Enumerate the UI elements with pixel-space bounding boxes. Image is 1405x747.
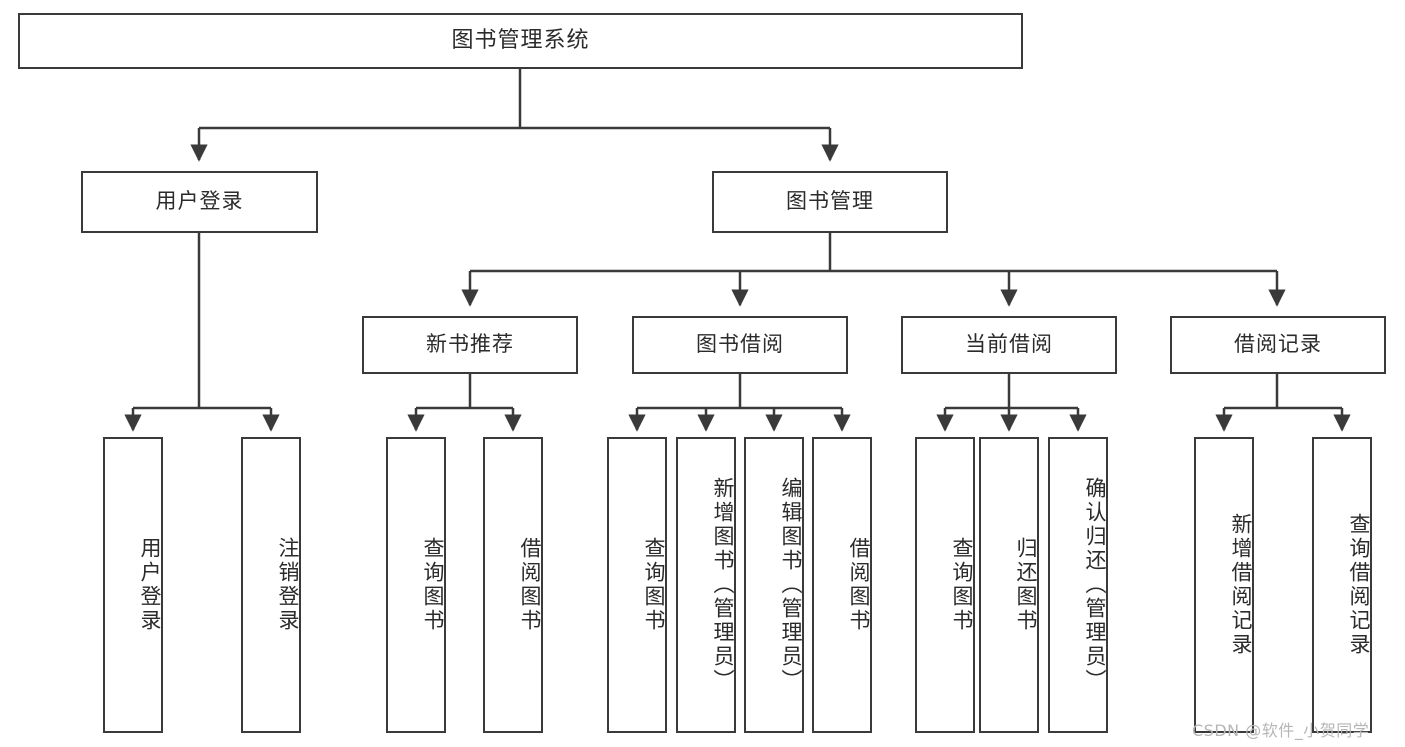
node-book-borrow-label: 图书借阅 (696, 332, 784, 357)
leaf-return-book-label: 归还图书 (1014, 537, 1038, 633)
leaf-query-book-1-label: 查询图书 (421, 537, 445, 633)
node-new-book-recommend-label: 新书推荐 (426, 332, 514, 357)
leaf-query-record[interactable]: 查询借阅记录 (1312, 437, 1372, 733)
leaf-confirm-return[interactable]: 确认归还（管理员） (1048, 437, 1108, 733)
leaf-borrow-book-2-label: 借阅图书 (847, 537, 871, 633)
leaf-query-book-3[interactable]: 查询图书 (915, 437, 975, 733)
leaf-edit-book[interactable]: 编辑图书（管理员） (744, 437, 804, 733)
leaf-return-book[interactable]: 归还图书 (979, 437, 1039, 733)
leaf-borrow-book-1-label: 借阅图书 (518, 537, 542, 633)
leaf-logout-label: 注销登录 (276, 537, 300, 633)
leaf-add-book-label: 新增图书（管理员） (711, 477, 735, 693)
node-book-manage[interactable]: 图书管理 (712, 171, 948, 233)
leaf-query-book-1[interactable]: 查询图书 (386, 437, 446, 733)
node-current-borrow-label: 当前借阅 (965, 332, 1053, 357)
leaf-add-book[interactable]: 新增图书（管理员） (676, 437, 736, 733)
leaf-add-record-label: 新增借阅记录 (1229, 513, 1253, 657)
node-borrow-record[interactable]: 借阅记录 (1170, 316, 1386, 374)
node-current-borrow[interactable]: 当前借阅 (901, 316, 1117, 374)
leaf-add-record[interactable]: 新增借阅记录 (1194, 437, 1254, 733)
node-root[interactable]: 图书管理系统 (18, 13, 1023, 69)
node-book-manage-label: 图书管理 (786, 189, 874, 214)
leaf-user-login-label: 用户登录 (138, 537, 162, 633)
watermark: CSDN @软件_小贺同学 (1192, 721, 1370, 740)
node-borrow-record-label: 借阅记录 (1234, 332, 1322, 357)
leaf-confirm-return-label: 确认归还（管理员） (1083, 477, 1107, 693)
leaf-query-record-label: 查询借阅记录 (1347, 513, 1371, 657)
leaf-query-book-3-label: 查询图书 (950, 537, 974, 633)
leaf-query-book-2-label: 查询图书 (642, 537, 666, 633)
leaf-user-login[interactable]: 用户登录 (103, 437, 163, 733)
leaf-borrow-book-1[interactable]: 借阅图书 (483, 437, 543, 733)
leaf-edit-book-label: 编辑图书（管理员） (779, 477, 803, 693)
node-root-label: 图书管理系统 (451, 27, 590, 53)
node-new-book-recommend[interactable]: 新书推荐 (362, 316, 578, 374)
node-user-login-label: 用户登录 (155, 189, 244, 214)
leaf-query-book-2[interactable]: 查询图书 (607, 437, 667, 733)
node-user-login[interactable]: 用户登录 (81, 171, 318, 233)
leaf-borrow-book-2[interactable]: 借阅图书 (812, 437, 872, 733)
leaf-logout[interactable]: 注销登录 (241, 437, 301, 733)
node-book-borrow[interactable]: 图书借阅 (632, 316, 848, 374)
